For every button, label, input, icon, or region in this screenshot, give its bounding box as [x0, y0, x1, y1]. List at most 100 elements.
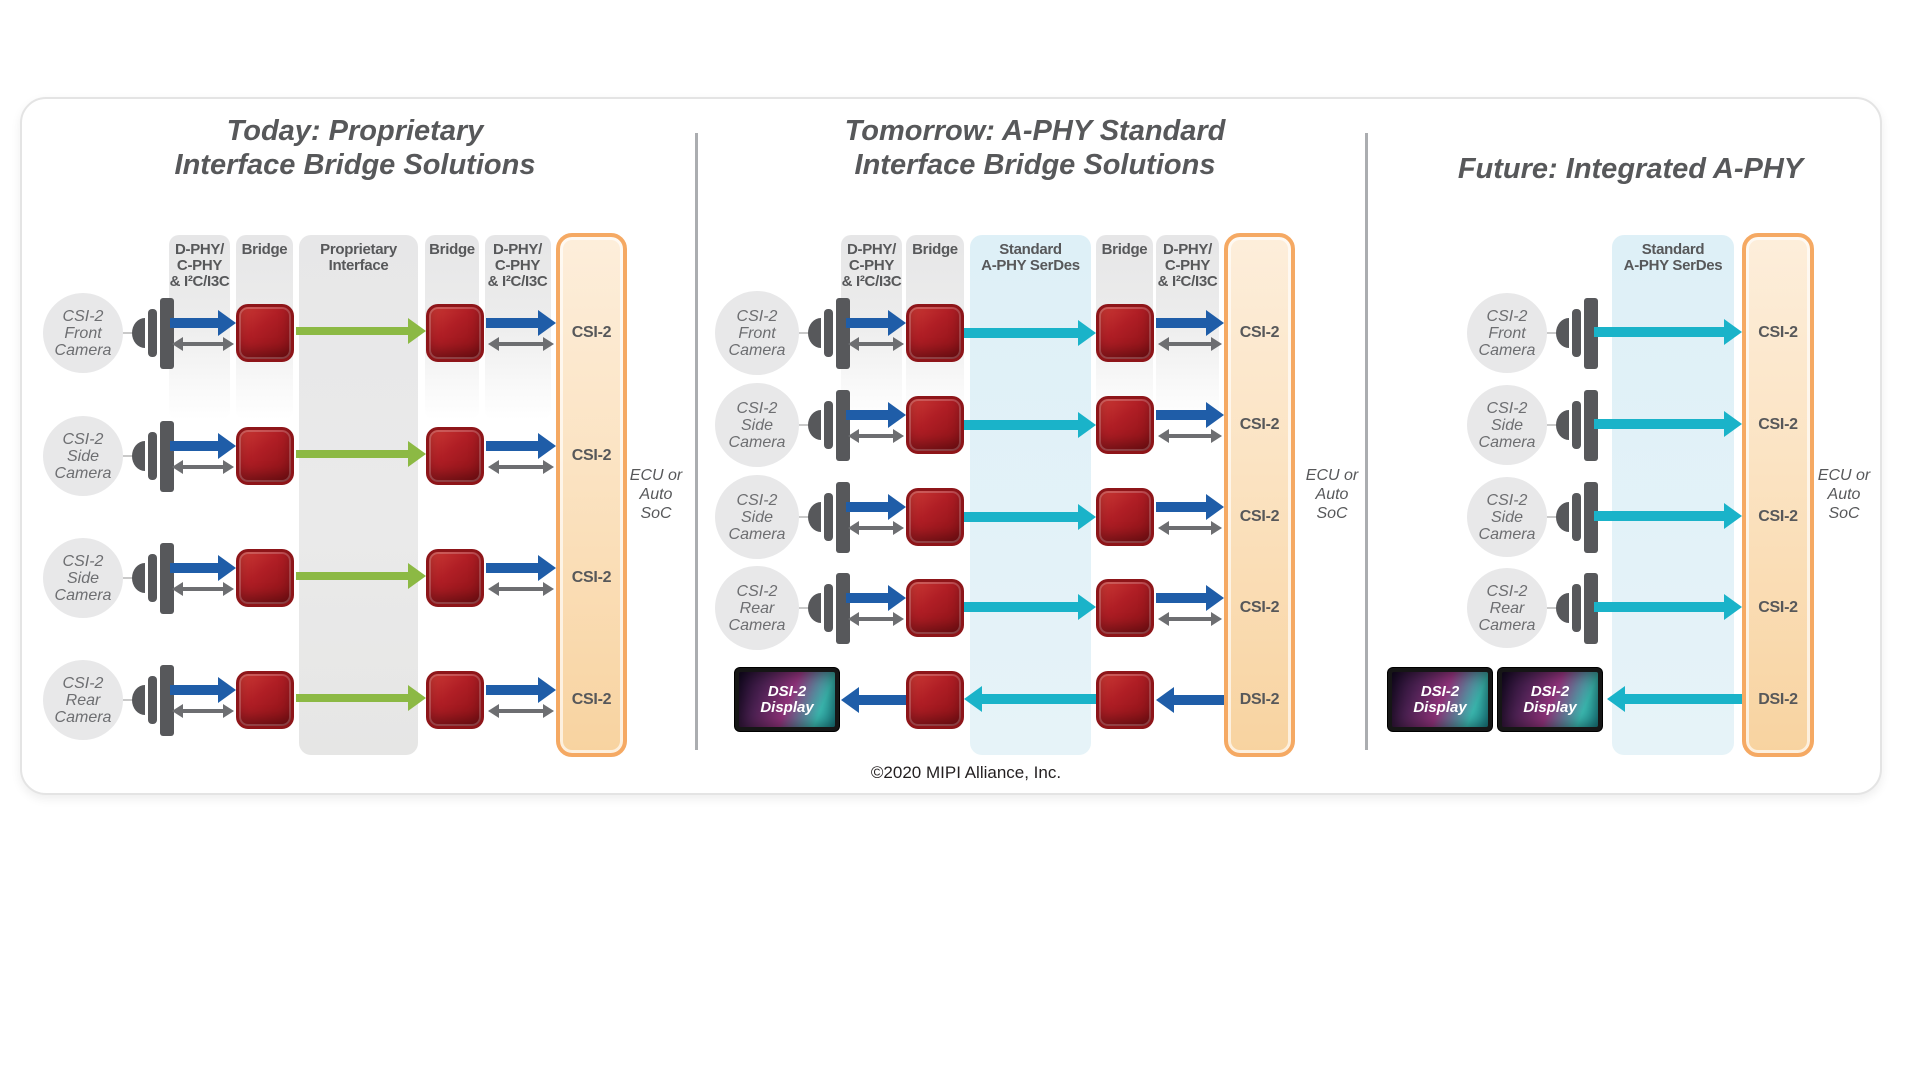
aphy-link-arrow — [964, 594, 1096, 620]
display-label: DSI-2 Display — [1523, 682, 1577, 716]
camera-lens-icon — [132, 297, 174, 369]
camera-connector — [123, 455, 132, 457]
csi2-link-arrow — [846, 585, 906, 611]
i2c-control-arrow — [848, 521, 904, 535]
aphy-link-arrow — [964, 412, 1096, 438]
header-dphy-right: D-PHY/ C-PHY & I²C/I3C — [487, 241, 548, 290]
bridge-chip — [426, 304, 484, 362]
camera-lens-icon — [808, 297, 850, 369]
camera-connector — [799, 516, 808, 518]
i2c-control-arrow — [488, 582, 554, 596]
camera-connector — [123, 332, 132, 334]
camera-node: CSI-2 Front Camera — [1467, 293, 1547, 373]
header-bridge-left: Bridge — [912, 241, 958, 258]
csi2-link-arrow — [846, 494, 906, 520]
panel-future-title: Future: Integrated A-PHY — [1457, 153, 1804, 185]
camera-node: CSI-2 Rear Camera — [43, 660, 123, 740]
camera-connector — [123, 699, 132, 701]
csi2-link-arrow — [170, 433, 236, 459]
camera-connector — [799, 424, 808, 426]
bridge-chip — [1096, 579, 1154, 637]
camera-connector — [1547, 516, 1556, 518]
port-label: CSI-2 — [1239, 508, 1280, 525]
camera-connector — [1547, 332, 1556, 334]
aphy-link-arrow — [1594, 594, 1742, 620]
camera-lens-icon — [1556, 572, 1598, 644]
i2c-control-arrow — [1158, 521, 1222, 535]
camera-lens-icon — [808, 481, 850, 553]
csi2-link-arrow — [846, 402, 906, 428]
column-band-proprietary — [299, 235, 418, 755]
camera-lens-icon — [132, 420, 174, 492]
camera-lens-icon — [132, 664, 174, 736]
display-label: DSI-2 Display — [760, 682, 814, 716]
i2c-control-arrow — [488, 704, 554, 718]
csi2-link-arrow — [486, 433, 556, 459]
aphy-link-arrow — [1594, 503, 1742, 529]
i2c-control-arrow — [172, 460, 234, 474]
dsi2-link-arrow — [1156, 687, 1224, 713]
proprietary-link-arrow — [296, 685, 426, 711]
camera-lens-icon — [132, 542, 174, 614]
camera-node: CSI-2 Side Camera — [715, 475, 799, 559]
aphy-link-arrow — [964, 686, 1096, 712]
csi2-link-arrow — [846, 310, 906, 336]
camera-node: CSI-2 Side Camera — [715, 383, 799, 467]
panel-divider-2 — [1365, 133, 1368, 750]
bridge-chip — [906, 396, 964, 454]
ecu-label: ECU or Auto SoC — [1817, 467, 1871, 522]
camera-lens-icon — [1556, 389, 1598, 461]
camera-lens-icon — [1556, 481, 1598, 553]
camera-node: CSI-2 Rear Camera — [1467, 568, 1547, 648]
header-proprietary-interface: Proprietary Interface — [320, 241, 397, 274]
bridge-chip — [906, 579, 964, 637]
display-label: DSI-2 Display — [1413, 682, 1467, 716]
bridge-chip — [236, 671, 294, 729]
bridge-chip — [236, 427, 294, 485]
display-screen: DSI-2 Display — [1502, 672, 1598, 727]
i2c-control-arrow — [172, 582, 234, 596]
camera-connector — [123, 577, 132, 579]
bridge-chip — [906, 304, 964, 362]
camera-node: CSI-2 Front Camera — [715, 291, 799, 375]
i2c-control-arrow — [1158, 612, 1222, 626]
bridge-chip — [236, 549, 294, 607]
column-band-aphy-serdes — [1612, 235, 1734, 755]
bridge-chip — [236, 304, 294, 362]
i2c-control-arrow — [1158, 337, 1222, 351]
bridge-chip — [426, 549, 484, 607]
ecu-bar — [556, 233, 627, 757]
aphy-link-arrow — [964, 504, 1096, 530]
camera-connector — [799, 332, 808, 334]
dsi2-display: DSI-2 Display — [1498, 668, 1602, 731]
port-label: DSI-2 — [1239, 691, 1280, 708]
port-label: CSI-2 — [1239, 599, 1280, 616]
ecu-bar — [1742, 233, 1814, 757]
header-bridge-left: Bridge — [241, 241, 288, 258]
header-aphy-serdes: Standard A-PHY SerDes — [981, 241, 1080, 274]
port-label: CSI-2 — [1239, 416, 1280, 433]
camera-node: CSI-2 Side Camera — [43, 538, 123, 618]
bridge-chip — [1096, 671, 1154, 729]
i2c-control-arrow — [848, 337, 904, 351]
bridge-chip — [906, 488, 964, 546]
camera-node: CSI-2 Side Camera — [1467, 477, 1547, 557]
camera-lens-icon — [808, 389, 850, 461]
bridge-chip — [1096, 488, 1154, 546]
copyright-text: ©2020 MIPI Alliance, Inc. — [870, 763, 1062, 782]
port-label: CSI-2 — [1758, 324, 1798, 341]
proprietary-link-arrow — [296, 318, 426, 344]
port-label: CSI-2 — [1758, 599, 1798, 616]
aphy-link-arrow — [1594, 411, 1742, 437]
ecu-bar — [1224, 233, 1295, 757]
port-label: DSI-2 — [1758, 691, 1798, 708]
csi2-link-arrow — [486, 310, 556, 336]
header-bridge-right: Bridge — [1101, 241, 1148, 258]
csi2-link-arrow — [1156, 310, 1224, 336]
i2c-control-arrow — [488, 460, 554, 474]
i2c-control-arrow — [1158, 429, 1222, 443]
csi2-link-arrow — [170, 677, 236, 703]
dsi2-display: DSI-2 Display — [1388, 668, 1492, 731]
port-label: CSI-2 — [1758, 508, 1798, 525]
